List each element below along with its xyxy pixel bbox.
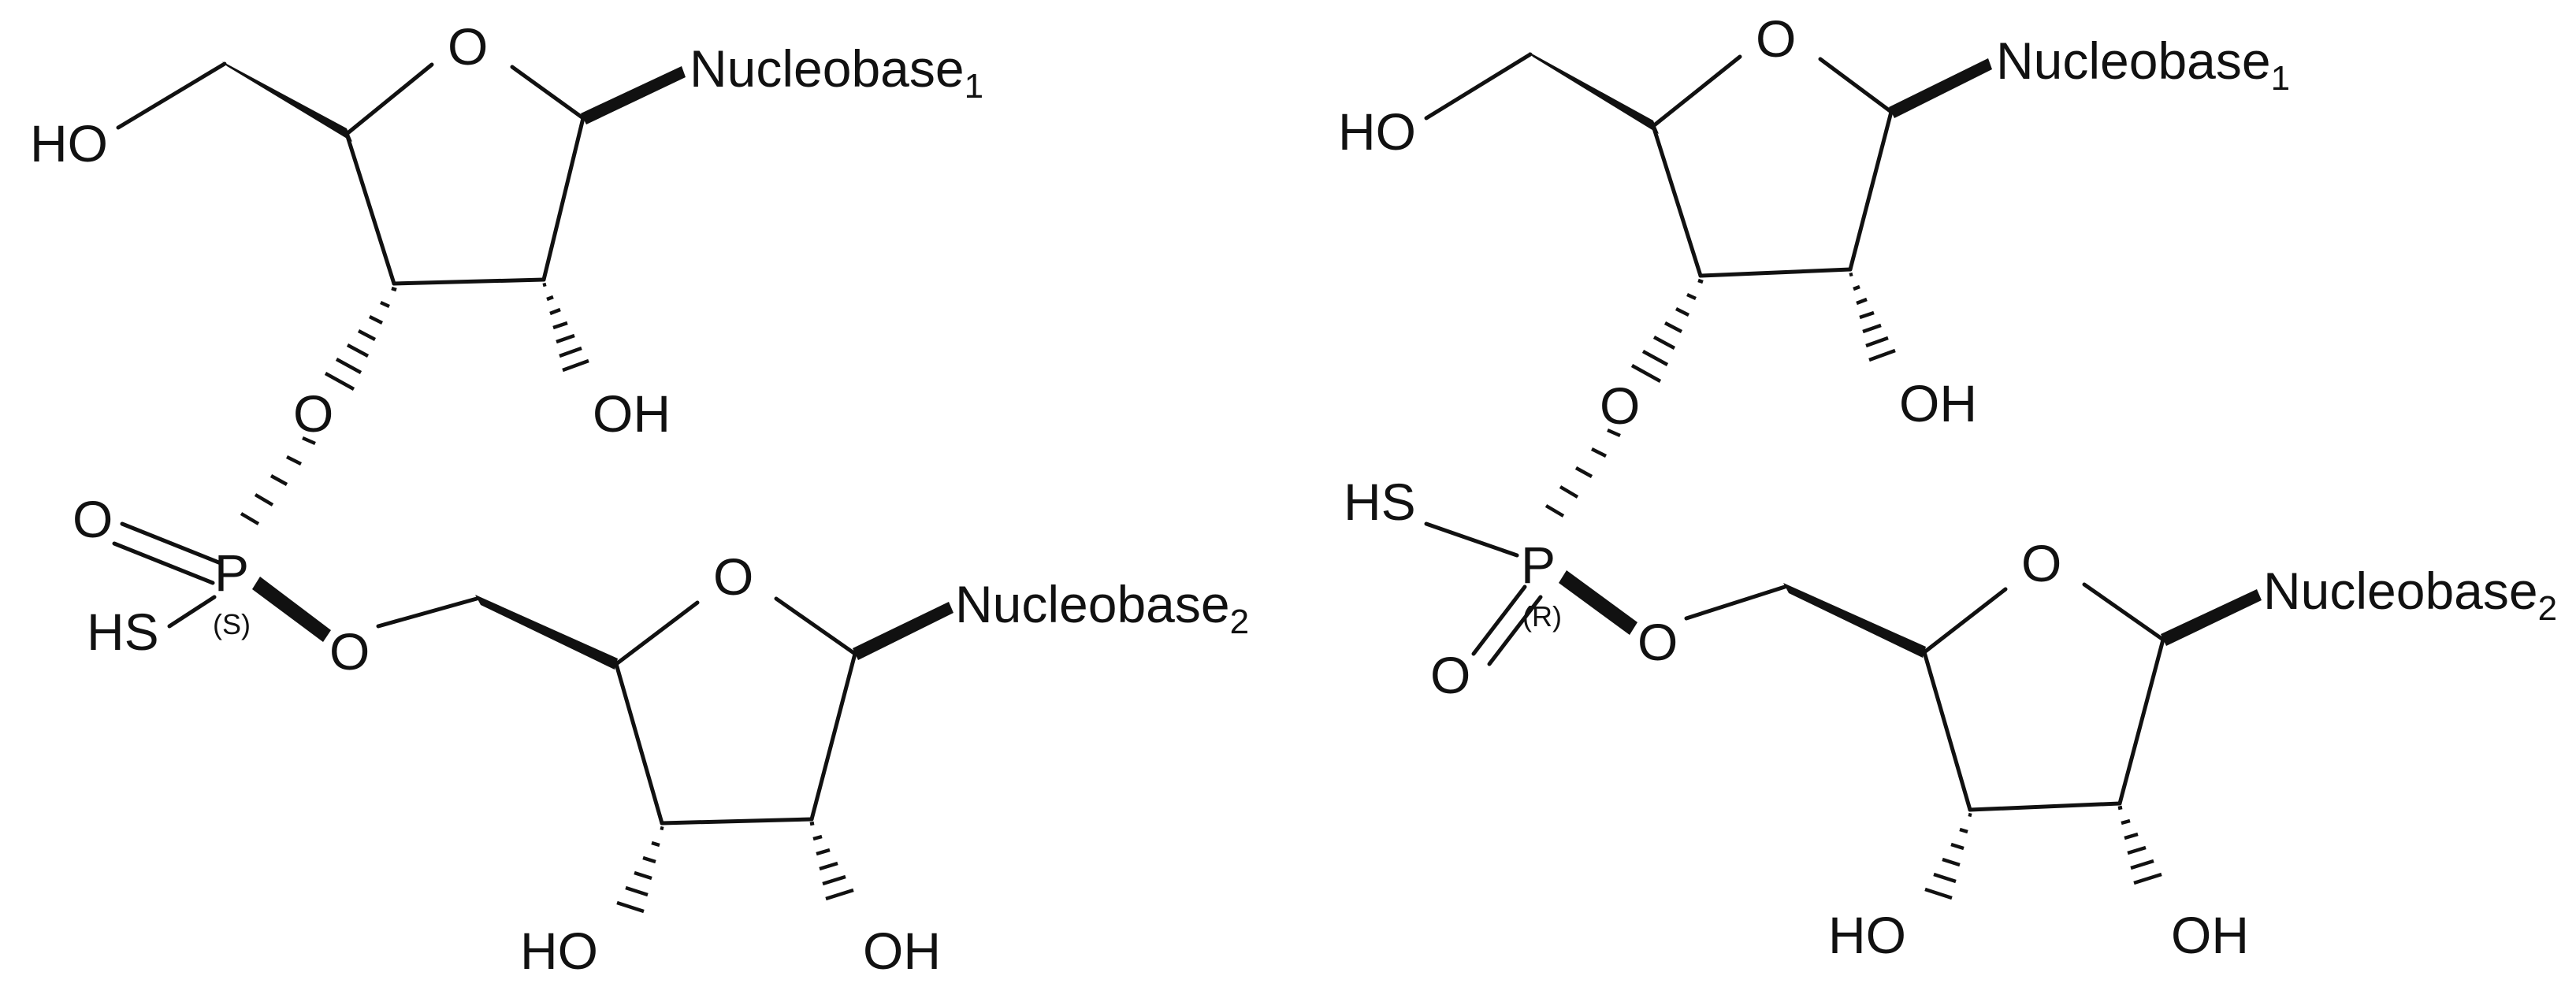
c3-oxygen-label: O — [293, 384, 333, 443]
bond-c2-c3 — [392, 277, 546, 286]
wedge-p-o5 — [252, 577, 331, 642]
thiol-label: HS — [87, 603, 159, 661]
bond-o5-c5 — [376, 596, 479, 629]
ring2-oxygen-label: O — [2021, 534, 2061, 592]
wedge-c1-nucleobase-2 — [853, 602, 953, 660]
bond-c3-c4 — [344, 132, 396, 286]
phosphorothioate-center-r — [1424, 428, 1787, 666]
ring2-c2-hydroxyl-label: OH — [2171, 906, 2249, 964]
upper-ribose-ring — [116, 61, 686, 391]
c5-oxygen-label: O — [329, 622, 370, 681]
wedge-c1-nucleobase — [581, 66, 686, 124]
bond-c4-o4 — [1651, 54, 1742, 128]
nucleobase-2-label: Nucleobase2 — [2263, 562, 2557, 628]
wedge-c1-nucleobase-2 — [2161, 589, 2262, 646]
ring1-oxygen-label: O — [448, 17, 488, 76]
stereo-descriptor-label: (S) — [213, 608, 251, 640]
bond-c1-c2-lower — [2117, 637, 2165, 806]
bond-c5-oh — [116, 61, 227, 130]
bond-c3-c4 — [1651, 124, 1703, 278]
phosphorothioate-center-s — [112, 436, 479, 642]
bond-c2-c3-lower — [660, 817, 814, 826]
wedge-c4-c5 — [1529, 52, 1659, 134]
bond-c5-oh — [1424, 52, 1533, 121]
structure-r: O Nucleobase1 HO OH O HS P (R) O O O Nuc… — [1338, 9, 2557, 964]
upper-ribose-ring — [1424, 52, 1992, 383]
bond-p-o-double-2 — [112, 541, 215, 585]
bond-o4-c1 — [1818, 57, 1894, 114]
hash-c2-oh-lower — [809, 821, 854, 901]
bond-p-o-double-1 — [120, 521, 223, 566]
nucleobase-1-label: Nucleobase1 — [690, 39, 983, 106]
wedge-c5-c4 — [1783, 583, 1926, 658]
wedge-c4-c5 — [222, 61, 352, 142]
hash-c3-o — [1630, 278, 1704, 383]
bond-p-sh — [167, 595, 217, 629]
phosphorus-label: P — [214, 544, 249, 602]
wedge-c5-c4 — [475, 595, 618, 670]
hash-o-p — [1544, 428, 1621, 518]
nucleobase-2-label: Nucleobase2 — [955, 575, 1249, 641]
bond-p-o-double-2 — [1487, 595, 1543, 666]
bond-p-o-double-1 — [1471, 584, 1527, 656]
thiol-label: HS — [1344, 473, 1416, 531]
c5-oxygen-label: O — [1637, 613, 1678, 671]
structure-s: O Nucleobase1 HO OH O O P (S) HS O O Nuc… — [30, 17, 1249, 980]
ring1-oxygen-label: O — [1756, 9, 1796, 68]
bond-o4-c1 — [510, 65, 585, 121]
lower-ribose-ring — [1783, 582, 2262, 900]
c2-hydroxyl-label: OH — [1899, 374, 1977, 432]
hash-o-p — [240, 436, 316, 525]
bond-p-sh — [1424, 521, 1519, 558]
c3-oxygen-label: O — [1600, 377, 1640, 435]
bond-c1-c2 — [541, 116, 585, 282]
bond-c3-c4-lower — [1922, 650, 1972, 812]
ring2-c3-hydroxyl-label: HO — [520, 922, 598, 980]
hash-c3-oh-lower — [1924, 812, 1972, 900]
bond-c4-o4-lower — [1922, 587, 2008, 655]
wedge-c1-nucleobase — [1889, 58, 1992, 118]
c5-hydroxyl-label: HO — [1338, 102, 1416, 161]
phosphoryl-oxygen-label: O — [1430, 646, 1470, 704]
bond-c2-c3 — [1698, 267, 1853, 278]
c2-hydroxyl-label: OH — [593, 384, 671, 443]
phosphorus-label: P — [1521, 536, 1556, 594]
bond-c3-c4-lower — [614, 662, 664, 826]
stereo-descriptor-label: (R) — [1522, 600, 1562, 633]
hash-c2-oh — [542, 282, 589, 373]
bond-c4-o4-lower — [614, 600, 700, 666]
lower-ribose-ring — [475, 595, 953, 914]
phosphoryl-oxygen-label: O — [72, 490, 113, 548]
hash-c3-oh-lower — [616, 826, 664, 914]
hash-c3-o — [324, 286, 397, 391]
hash-c2-oh-lower — [2117, 805, 2162, 885]
nucleobase-1-label: Nucleobase1 — [1996, 32, 2290, 98]
bond-c1-c2-lower — [809, 651, 857, 822]
bond-c2-c3-lower — [1968, 801, 2122, 812]
bond-o4-c1-lower — [2082, 582, 2165, 642]
bond-c4-o4 — [344, 62, 434, 136]
ring2-oxygen-label: O — [713, 547, 753, 606]
bond-o4-c1-lower — [774, 596, 857, 656]
ring2-c3-hydroxyl-label: HO — [1828, 906, 1906, 964]
bond-c1-c2 — [1848, 109, 1894, 272]
ring2-c2-hydroxyl-label: OH — [863, 922, 941, 980]
c5-hydroxyl-label: HO — [30, 114, 108, 173]
hash-c2-oh — [1849, 272, 1896, 362]
bond-o5-c5 — [1684, 584, 1787, 621]
wedge-p-o5 — [1559, 570, 1637, 635]
